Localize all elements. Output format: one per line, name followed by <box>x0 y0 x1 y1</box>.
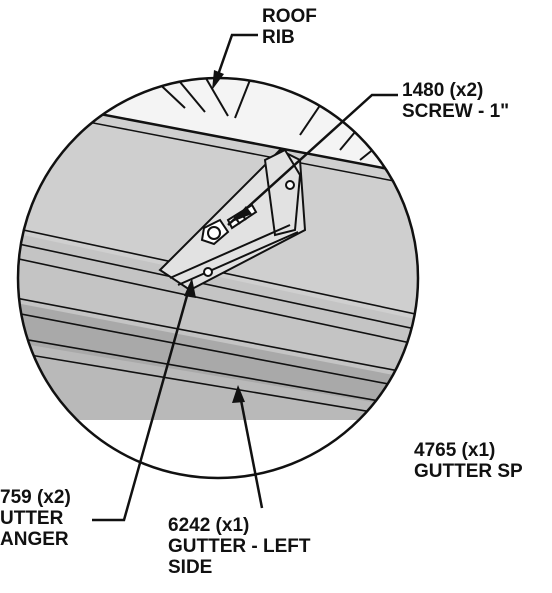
screw-arrowhead <box>232 206 252 222</box>
gutter-bottom-band <box>18 340 418 420</box>
screw-part-number: 1480 (x2) <box>402 80 484 101</box>
roof-rib-arrowhead <box>212 70 224 90</box>
gutter-spout-callout: 4765 (x1) GUTTER SP <box>414 440 523 482</box>
gutter-left-side-label-line1: GUTTER - LEFT <box>168 536 311 557</box>
screw-callout: 1480 (x2) SCREW - 1" <box>402 80 509 122</box>
screw-leader <box>227 93 398 226</box>
roof-rib-label-line2: RIB <box>262 27 295 48</box>
gutter-hanger-label-line1: UTTER <box>0 508 64 529</box>
leader-lines <box>92 33 398 522</box>
gutter-left-side-callout: 6242 (x1) GUTTER - LEFT SIDE <box>168 515 310 578</box>
roof-rib-label-line1: ROOF <box>262 6 317 27</box>
gutter-spout-label: GUTTER SP <box>414 461 523 482</box>
gutter-left-side-part-number: 6242 (x1) <box>168 515 250 536</box>
gutter-left-side-label-line2: SIDE <box>168 557 213 578</box>
gutter-left-side-leader <box>238 394 264 509</box>
screw-label: SCREW - 1" <box>402 101 510 122</box>
gutter-hanger-arrowhead <box>184 278 196 298</box>
gutter-spout-part-number: 4765 (x1) <box>414 440 496 461</box>
gutter-hanger-part-number: 759 (x2) <box>0 487 71 508</box>
roof-rib-callout: ROOF RIB <box>262 6 317 48</box>
gutter-hanger-leader <box>92 284 192 522</box>
gutter-left-side-arrowhead <box>232 385 245 403</box>
detail-circle <box>16 76 420 480</box>
gutter-hanger-callout: 759 (x2) UTTER ANGER <box>0 487 71 550</box>
gutter-hanger-label-line2: ANGER <box>0 529 69 550</box>
roof-rib-leader <box>216 33 258 76</box>
leader-arrowheads <box>184 70 252 403</box>
